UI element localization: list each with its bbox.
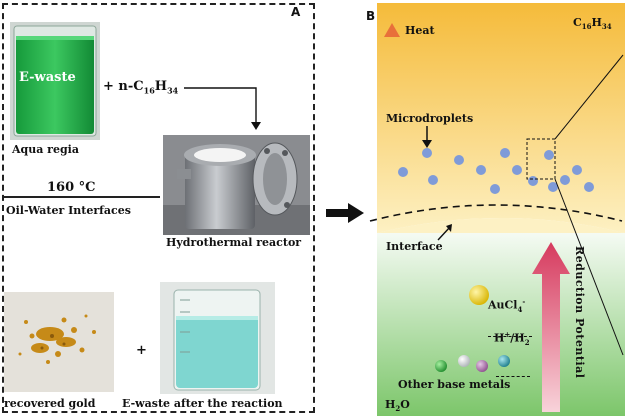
- microdroplets-group: [398, 148, 594, 194]
- base-metal-sphere-purple: [476, 360, 488, 372]
- base-metal-sphere-white: [458, 355, 470, 367]
- base-metals-label: Other base metals: [398, 378, 511, 391]
- beaker-label: E-waste: [19, 70, 76, 85]
- microdroplets-label: Microdroplets: [386, 112, 474, 125]
- water-phase-formula: H2O: [385, 398, 410, 414]
- panel-transition-arrow: [326, 203, 364, 223]
- droplet: [584, 182, 594, 192]
- after-caption: E-waste after the reaction: [122, 397, 283, 410]
- alkane-formula: + n-C16H34: [103, 79, 179, 96]
- heat-label: Heat: [405, 24, 435, 37]
- arrow-to-reactor: [184, 87, 261, 130]
- droplet: [548, 182, 558, 192]
- oil-water-interfaces-label: Oil-Water Interfaces: [6, 204, 131, 217]
- interface-curve: [369, 204, 623, 222]
- base-metal-spheres: [435, 355, 510, 372]
- after-reaction-beaker: [160, 282, 275, 394]
- temperature-label: 160 °C: [47, 180, 96, 195]
- oil-phase-formula: C16H34: [573, 16, 612, 32]
- reactor-caption: Hydrothermal reactor: [166, 236, 302, 249]
- droplet: [560, 175, 570, 185]
- droplet: [428, 175, 438, 185]
- droplet: [512, 165, 522, 175]
- droplet: [476, 165, 486, 175]
- droplet: [422, 148, 432, 158]
- aqua-regia-beaker: [10, 22, 100, 140]
- plus-sign: +: [136, 343, 147, 358]
- droplet: [544, 150, 554, 160]
- panel-a-border: [2, 3, 315, 413]
- aucl4-sphere-icon: [469, 285, 489, 305]
- h-plus-h2-label: H+/H2: [494, 330, 530, 347]
- gold-caption: recovered gold: [4, 397, 96, 410]
- droplet: [454, 155, 464, 165]
- panel-a-letter: A: [291, 5, 301, 19]
- reduction-potential-label: Reduction Potential: [573, 246, 586, 379]
- h2-marker-line: [488, 336, 532, 337]
- panel-b-letter: B: [366, 9, 376, 23]
- zoom-indicator: [526, 54, 624, 356]
- interface-label: Interface: [386, 240, 443, 253]
- droplet: [572, 165, 582, 175]
- base-metal-sphere-green: [435, 360, 447, 372]
- droplet: [500, 148, 510, 158]
- reduction-potential-arrow: [532, 242, 570, 412]
- recovered-gold-image: [4, 292, 114, 392]
- beaker-caption: Aqua regia: [12, 143, 79, 156]
- base-metal-sphere-teal: [498, 355, 510, 367]
- temperature-divider: [2, 196, 160, 198]
- heat-icon: [384, 23, 400, 37]
- hydrothermal-reactor-image: [163, 135, 310, 235]
- base-metals-marker-line: [496, 376, 530, 377]
- microdroplets-arrow: [422, 126, 432, 148]
- droplet: [398, 167, 408, 177]
- aucl4-label: AuCl4-: [488, 297, 526, 314]
- droplet: [490, 184, 500, 194]
- interface-arrow: [437, 224, 452, 241]
